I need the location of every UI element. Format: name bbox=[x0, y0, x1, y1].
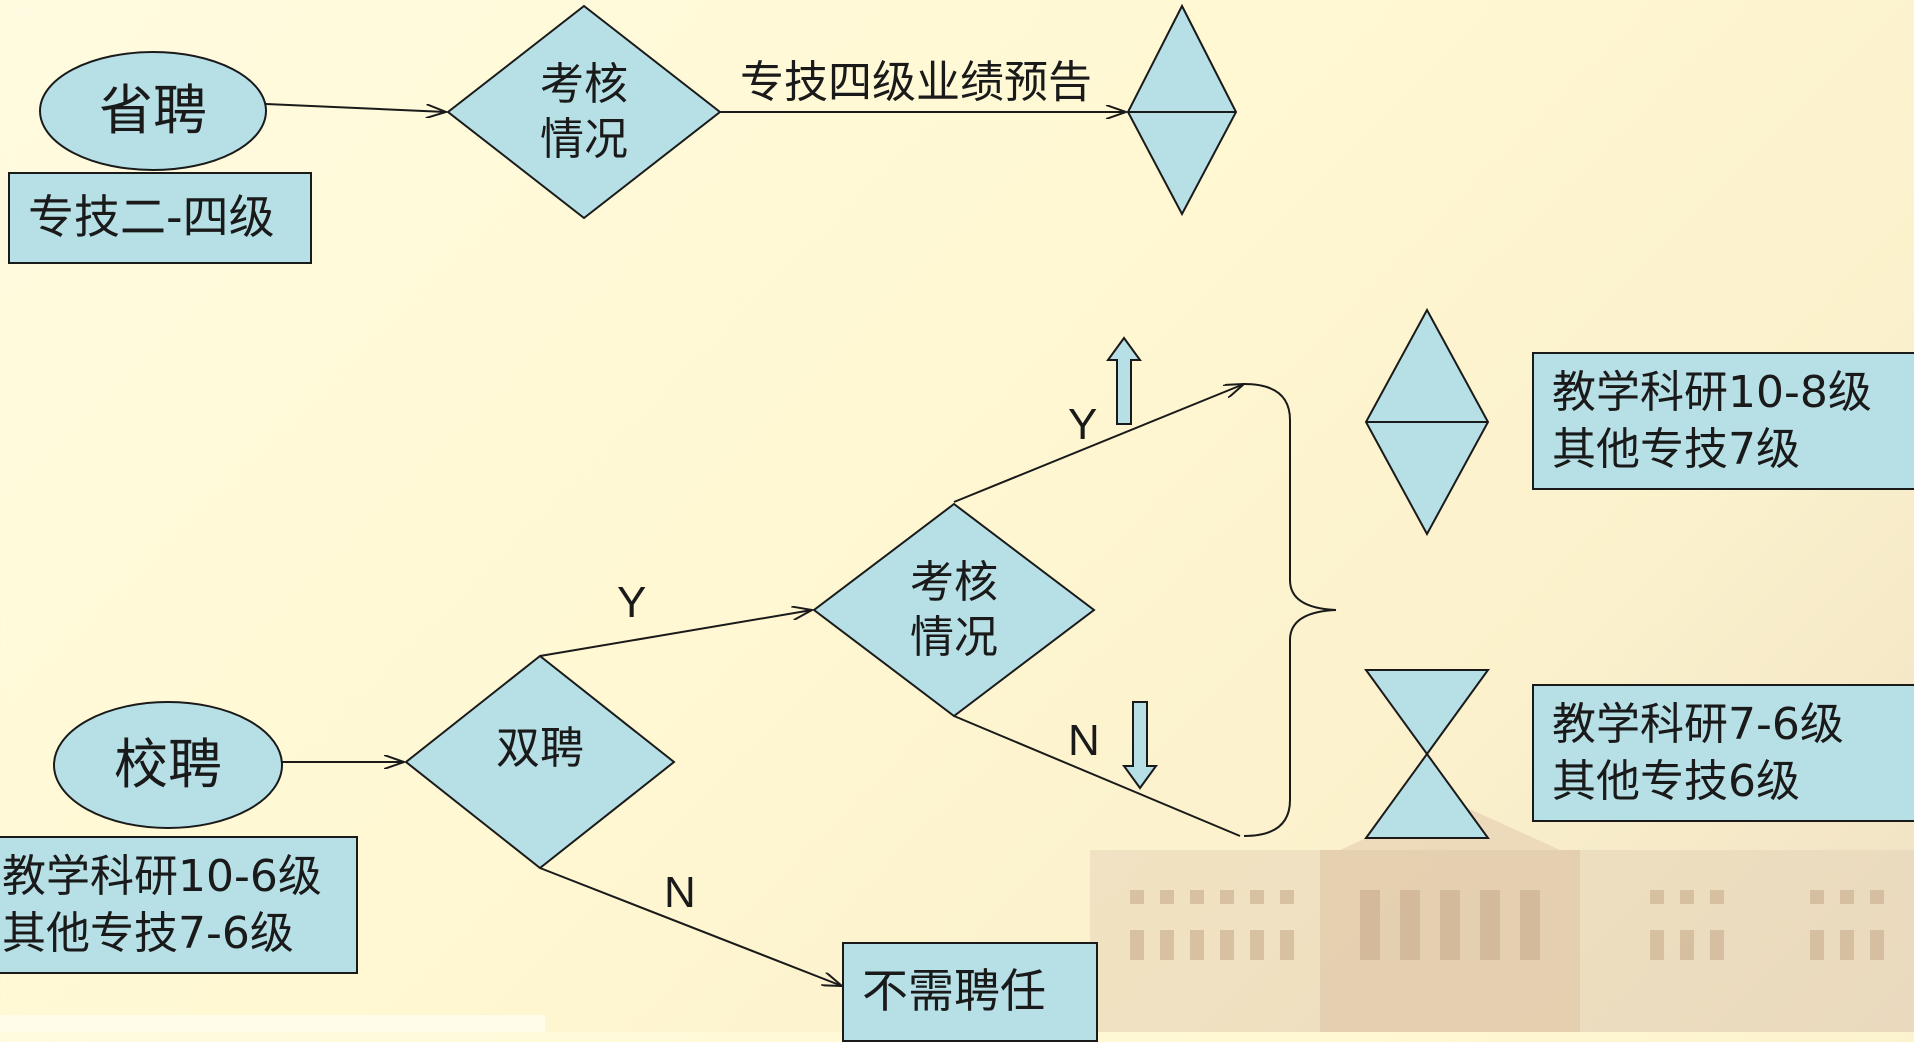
double-hire-diamond bbox=[404, 654, 676, 870]
right-brace bbox=[1243, 383, 1337, 837]
school-level-box: 教学科研10-6级 其他专技7-6级 bbox=[0, 836, 358, 974]
top-level-box: 专技二-四级 bbox=[8, 172, 312, 264]
top-double-triangle-icon bbox=[1126, 3, 1238, 216]
background-building-image bbox=[1090, 800, 1914, 1032]
down-block-arrow-icon bbox=[1122, 701, 1158, 790]
bottom-assessment-diamond bbox=[812, 502, 1096, 718]
arrow-double-to-exam bbox=[539, 610, 812, 657]
result-upper-box: 教学科研10-8级 其他专技7级 bbox=[1532, 352, 1914, 490]
arrow-oval-to-diamond-top bbox=[265, 103, 446, 112]
double-hire-label: 双聘 bbox=[496, 722, 584, 774]
line-exam-to-down bbox=[953, 715, 1241, 837]
top-assessment-label: 考核 情况 bbox=[540, 59, 628, 165]
top-arrow-label: 专技四级业绩预告 bbox=[740, 57, 1092, 108]
label-no-exam: N bbox=[1068, 716, 1100, 765]
school-oval-label: 校聘 bbox=[114, 733, 222, 797]
no-hire-box: 不需聘任 bbox=[842, 942, 1098, 1042]
arrow-exam-to-up bbox=[953, 384, 1244, 503]
bottom-assessment-label: 考核 情况 bbox=[910, 557, 998, 663]
label-yes-exam: Y bbox=[1068, 400, 1098, 449]
upper-double-triangle-icon bbox=[1364, 307, 1490, 536]
up-block-arrow-icon bbox=[1106, 336, 1142, 425]
top-oval bbox=[39, 51, 267, 171]
lower-hourglass-icon bbox=[1364, 669, 1490, 839]
background-panel bbox=[0, 1015, 545, 1032]
top-assessment-diamond bbox=[446, 4, 722, 220]
result-lower-box: 教学科研7-6级 其他专技6级 bbox=[1532, 684, 1914, 822]
label-no-double: N bbox=[664, 868, 696, 917]
school-oval bbox=[53, 701, 283, 829]
top-oval-label: 省聘 bbox=[99, 79, 207, 143]
label-yes-double: Y bbox=[617, 578, 647, 627]
arrow-double-to-no-hire bbox=[539, 867, 842, 986]
